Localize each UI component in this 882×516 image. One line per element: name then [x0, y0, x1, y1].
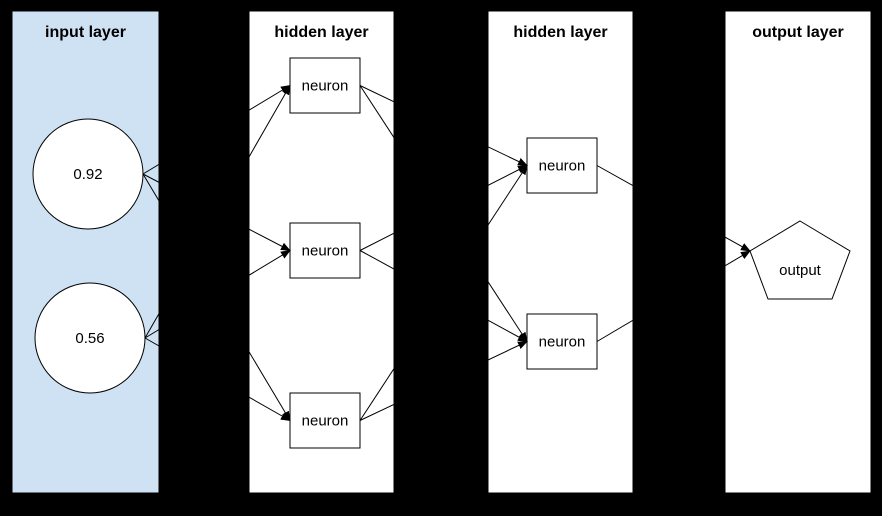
edge-h1-neuron-3-to-h2-neuron-1 — [359, 164, 528, 421]
edge-h1-neuron-2-to-h2-neuron-2 — [359, 250, 528, 342]
h1-neuron-2-node: neuron — [289, 222, 361, 279]
h1-neuron-3-shape — [289, 392, 361, 449]
h2-neuron-2-label: neuron — [539, 334, 586, 351]
output-node-node: output — [749, 220, 851, 300]
input-2-label: 0.56 — [75, 330, 104, 347]
input-layer-title: input layer — [45, 24, 126, 41]
h2-neuron-2-node: neuron — [526, 313, 598, 370]
h2-neuron-1-label: neuron — [539, 158, 586, 175]
edge-h1-neuron-1-to-h2-neuron-1 — [359, 85, 528, 166]
edge-input-2-to-h1-neuron-3 — [144, 337, 291, 421]
edge-input-1-to-h1-neuron-3 — [142, 173, 291, 422]
h2-neuron-1-shape — [526, 137, 598, 194]
h2-neuron-1-node: neuron — [526, 137, 598, 194]
input-layer-panel: input layer — [11, 10, 160, 494]
edge-input-2-to-h1-neuron-1 — [144, 84, 291, 339]
edge-input-1-to-h1-neuron-2 — [142, 173, 291, 251]
output-node-label: output — [779, 262, 822, 279]
edge-h2-neuron-2-to-output-node — [596, 250, 751, 342]
h1-neuron-2-label: neuron — [302, 243, 349, 260]
input-2-node: 0.56 — [34, 282, 146, 394]
input-1-node: 0.92 — [32, 118, 144, 230]
edge-h1-neuron-3-to-h2-neuron-2 — [359, 341, 528, 421]
edge-h1-neuron-1-to-h2-neuron-2 — [359, 85, 528, 343]
edge-h2-neuron-1-to-output-node — [596, 165, 751, 252]
hidden-layer-2-title: hidden layer — [513, 24, 607, 41]
h1-neuron-1-label: neuron — [302, 78, 349, 95]
edge-h1-neuron-2-to-h2-neuron-1 — [359, 165, 528, 251]
h1-neuron-3-node: neuron — [289, 392, 361, 449]
output-layer-title: output layer — [752, 24, 844, 41]
edge-input-1-to-h1-neuron-1 — [142, 84, 291, 175]
hidden-layer-2-panel: hidden layer — [487, 10, 634, 494]
hidden-layer-1-title: hidden layer — [274, 24, 368, 41]
input-layer-background — [11, 10, 160, 494]
h1-neuron-1-shape — [289, 57, 361, 114]
h1-neuron-2-shape — [289, 222, 361, 279]
h1-neuron-1-node: neuron — [289, 57, 361, 114]
input-1-label: 0.92 — [73, 166, 102, 183]
hidden-layer-2-background — [487, 10, 634, 494]
output-node-shape — [749, 220, 851, 300]
edge-input-2-to-h1-neuron-2 — [144, 249, 291, 339]
h1-neuron-3-label: neuron — [302, 413, 349, 430]
